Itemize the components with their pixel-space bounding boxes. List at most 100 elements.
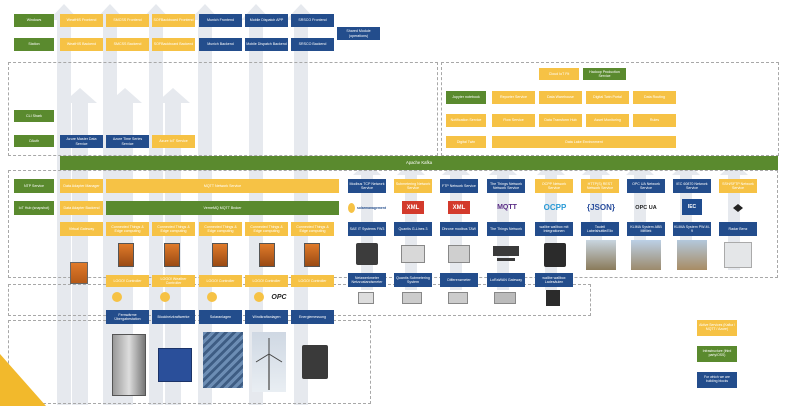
azure-iot-service-box: Azure IoT Service (152, 135, 195, 148)
device-label-klima-abb: KLIMA System ABB Mifiliek (627, 222, 665, 236)
meter-image-5 (546, 290, 560, 306)
solar-logo-small-4 (254, 292, 264, 302)
meter-image-2 (402, 292, 422, 304)
oauth-box: OAuth (14, 135, 54, 147)
notification-service-box: Notification Service (446, 114, 486, 127)
device-label-tauleil: Tauleil Labelshuttle/Elix (581, 222, 619, 236)
legend-infrastructure: Infrastructure (third party/OSS) (697, 346, 737, 362)
solar-logo-small-2 (160, 292, 170, 302)
logo-weather-controller: LOGO! Weather Controller (152, 275, 195, 287)
wind-turbine-icon (255, 338, 283, 390)
legend-active-services: Aktive Services (Kafka / MQTT / Azure) (697, 320, 737, 336)
corner-accent-triangle (0, 354, 46, 406)
gateway-hardware-image-1 (118, 243, 134, 267)
srsco-frontend-box: SRSCO Frontend (291, 14, 334, 27)
edge-computing-box-2: Connected Things & Edge computing (152, 222, 195, 236)
logo-controller-1: LOGO! Controller (106, 275, 149, 287)
device-image-wallbe (544, 243, 566, 267)
reporter-service-box: Reporter Service (492, 91, 535, 104)
edge-computing-box-3: Connected Things & Edge computing (199, 222, 242, 236)
data-transform-hub-box: Data Transform Hub (539, 114, 582, 127)
device-label-ttn: The Things Network (487, 222, 525, 236)
device-label-dhrone: Dhrone modbus TAW (440, 222, 478, 236)
edge-computing-box-4: Connected Things & Edge computing (245, 222, 288, 236)
shared-module-box: Shared Module (operations) (337, 27, 380, 40)
meter-image-4 (494, 292, 516, 304)
gateway-hardware-image-4 (259, 243, 275, 267)
xml-logo: XML (402, 201, 424, 214)
device-image-sae (356, 243, 378, 265)
asset-image-bhkw (158, 348, 192, 382)
gateway-hardware-image-0 (70, 262, 88, 284)
meter-image-1 (358, 292, 374, 304)
solar-logo-text: solarmanagement (356, 206, 386, 210)
iot-hub-snapshot-box: IoT Hub (snapshot) (14, 201, 54, 215)
mobile-dispatch-backend-box: Mobile Dispatch Backend (245, 38, 288, 51)
device-label-wallbe: wallbe wallbox mit Integrationen (535, 222, 573, 236)
data-adapter-backend-box: Data Adapter Backend (60, 201, 103, 215)
region-application-layer (8, 62, 438, 156)
data-routing-box: Data Routing (633, 91, 676, 104)
mobile-dispatch-app-box: Mobile Dispatch APP (245, 14, 288, 27)
logo-controller-3: LOGO! Controller (199, 275, 242, 287)
json-logo: {JSON} (586, 202, 615, 212)
rules-box: Rules (633, 114, 676, 127)
flow-service-box: Flow Service (492, 114, 535, 127)
adapter-submetering: Submetering Network Service (394, 179, 432, 193)
ntp-service-box: NTP Service (14, 179, 54, 193)
ocpp-logo: OCPP (543, 203, 567, 212)
apache-kafka-bus: Apache Kafka (60, 156, 778, 170)
solar-logo-small-1 (112, 292, 122, 302)
edge-computing-box-1: Connected Things & Edge computing (106, 222, 149, 236)
device-image-tauleil (586, 240, 616, 270)
meter-lorawan: LoRaWAN Gateway (487, 273, 525, 287)
device-image-radar (724, 242, 752, 268)
logo-controller-5: LOGO! Controller (291, 275, 334, 287)
adapter-the-things-network: The Things Network Network Service (487, 179, 525, 193)
opc-logo-small: OPC (271, 293, 287, 301)
sofbackboard-backend-box: SOFBackboard Backend (152, 38, 195, 51)
xml-logo-ftp: XML (448, 201, 470, 214)
meter-differenz: Differenzmeter (440, 273, 478, 287)
device-image-quantis (401, 245, 425, 263)
meter-netzwerk: Netzwerkmeter Netzzustandsmeter (348, 273, 386, 287)
vernemq-broker-box: VerneMQ MQTT Broker (106, 201, 339, 215)
device-label-radar: Radar Benz (719, 222, 757, 236)
azure-master-data-box: Azure Master Data Service (60, 135, 103, 148)
data-warehouse-box: Data Warehouse (539, 91, 582, 104)
weathis-frontend-box: WeatHIS Frontend (60, 14, 103, 27)
meter-image-3 (448, 292, 468, 304)
device-label-quantis: Quantis G-Lines 3 (394, 222, 432, 236)
adapter-modbus-tcp: Modbus TCP Network Service (348, 179, 386, 193)
cloud-iot-fit-box: Cloud IoT Fit (539, 68, 579, 80)
region-cloud-services (441, 62, 779, 156)
region-connectivity-layer (8, 170, 778, 278)
meter-quantis-submetering: Quantis Submetering System (394, 273, 432, 287)
solar-logo: solarmanagement (348, 199, 386, 217)
munich-frontend-box: Munich Frontend (199, 14, 242, 27)
station-box: Station (14, 38, 54, 51)
jupyter-notebook-box: Jupyter notebook (446, 91, 486, 104)
opc-ua-logo: OPC UA (635, 204, 657, 211)
srsco-backend-box: SRSCO Backend (291, 38, 334, 51)
adapter-ssh-sftp: SSH/SFTP Network Service (719, 179, 757, 193)
adapter-opc-ua: OPC UA Network Service (627, 179, 665, 193)
solar-logo-small-3 (207, 292, 217, 302)
gateway-hardware-image-5 (304, 243, 320, 267)
windows-box: Windows (14, 14, 54, 27)
gateway-hardware-image-2 (164, 243, 180, 267)
munich-backend-box: Munich Backend (199, 38, 242, 51)
gateway-hardware-image-3 (212, 243, 228, 267)
sofbackboard-frontend-box: SOFBackboard Frontend (152, 14, 195, 27)
asset-image-station (112, 334, 146, 396)
edge-computing-box-5: Connected Things & Edge computing (291, 222, 334, 236)
asset-image-solar (203, 332, 243, 388)
asset-image-meter (302, 345, 328, 379)
unit-energiemessung: Energiemessung (291, 310, 334, 324)
data-adapter-manager-box: Data Adapter Manager (60, 179, 103, 193)
data-lake-box: Data Lake Environment (492, 136, 676, 148)
azure-time-series-box: Azure Time Series Service (106, 135, 149, 148)
unit-windkraft: Windkraftanlagen (245, 310, 288, 324)
digital-twin-box: Digital Twin (446, 136, 486, 148)
hadoop-production-box: Hadoop Production Service (583, 68, 626, 80)
